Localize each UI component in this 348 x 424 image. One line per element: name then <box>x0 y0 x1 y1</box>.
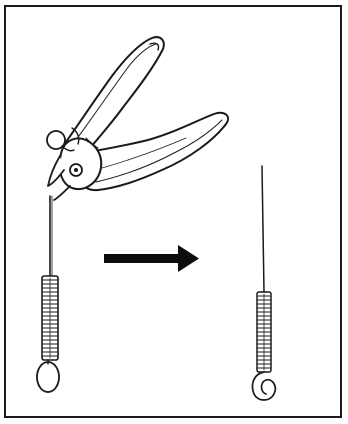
interdental-brush-before-icon <box>37 196 59 392</box>
pliers-icon <box>47 37 228 200</box>
right-arrow-icon <box>104 245 199 272</box>
interdental-brush-after-icon <box>252 166 275 400</box>
